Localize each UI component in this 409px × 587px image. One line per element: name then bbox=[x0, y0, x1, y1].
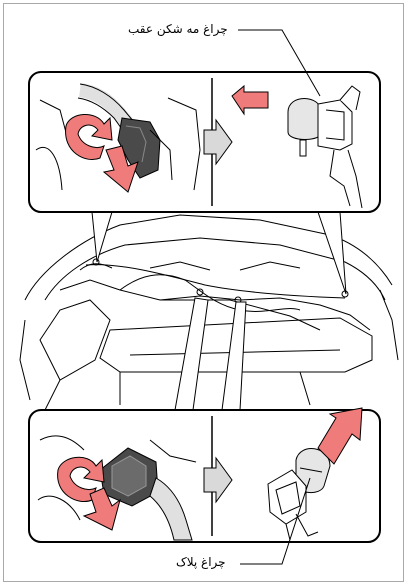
callout-pointer-top-right bbox=[318, 212, 346, 294]
callout-pointer-top-left bbox=[92, 212, 112, 262]
callout-pointer-bottom-right bbox=[222, 302, 246, 410]
callout-pointers bbox=[92, 212, 346, 410]
license-plate-lamp-label: چراغ پلاک bbox=[176, 555, 226, 569]
rear-fog-lamp-label: چراغ مه شکن عقب bbox=[128, 22, 228, 36]
